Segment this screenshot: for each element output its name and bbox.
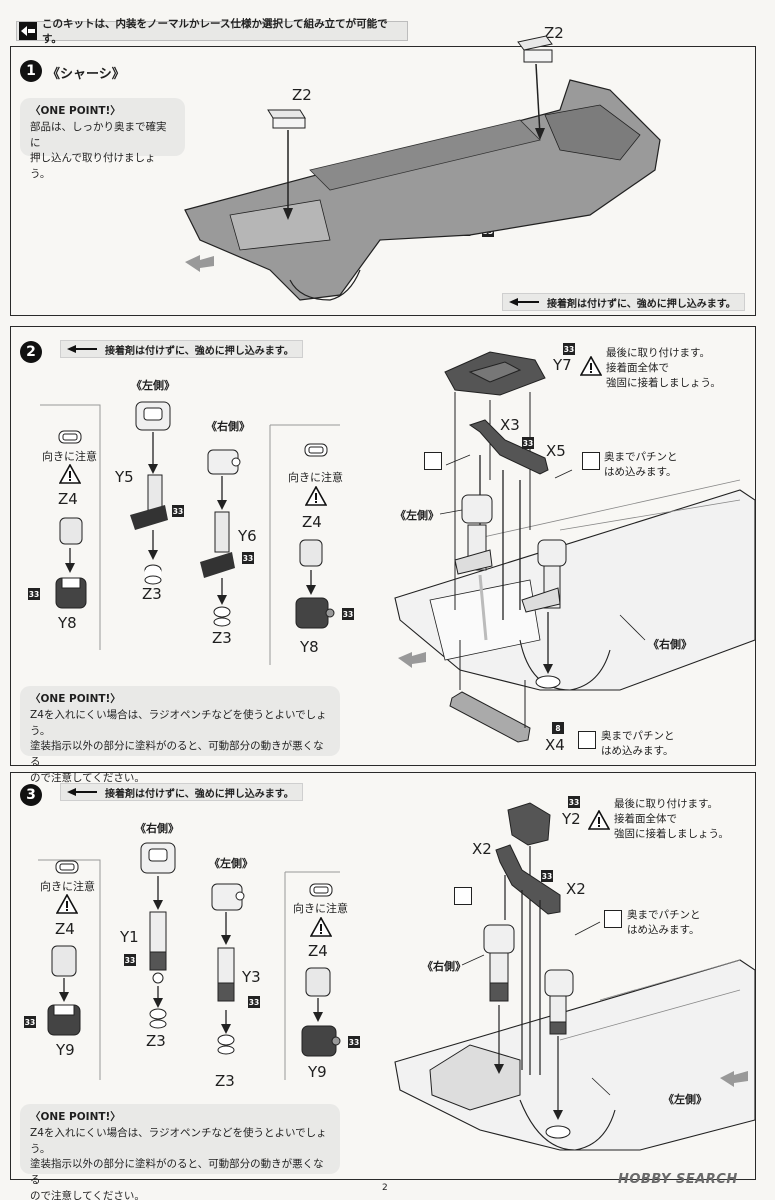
warning-icon <box>304 485 328 506</box>
no-glue-note: 接着剤は付けずに、強めに押し込みます。 <box>60 783 303 801</box>
warning-icon <box>579 355 603 376</box>
paint-badge: 33 <box>563 343 575 355</box>
paint-badge: 33 <box>568 796 580 808</box>
step1-title: 《シャーシ》 <box>47 67 125 82</box>
step2-onepoint: 〈ONE POINT!〉 Z4を入れにくい場合は、ラジオペンチなどを使うとよいで… <box>20 686 340 784</box>
part-label-y7: Y7 <box>553 356 572 374</box>
step1-onepoint: 〈ONE POINT!〉 部品は、しっかり奥まで確実に 押し込んで取り付けましょ… <box>20 98 185 180</box>
warning-icon <box>55 893 79 914</box>
side-label-right: 《右側》 <box>422 960 466 973</box>
part-label-y2: Y2 <box>562 810 581 828</box>
orientation-caution: 向きに注意 <box>288 471 343 484</box>
step2-number: 2 <box>20 341 42 363</box>
part-label-x5: X5 <box>546 442 566 460</box>
assembly-option-text: このキットは、内装をノーマルかレース仕様か選択して組み立てが可能です。 <box>41 18 388 45</box>
side-label-left: 《左側》 <box>131 379 175 392</box>
snap-note: 奥までパチンと はめ込みます。 <box>601 730 675 758</box>
step3-onepoint: 〈ONE POINT!〉 Z4を入れにくい場合は、ラジオペンチなどを使うとよいで… <box>20 1104 340 1200</box>
paint-badge: 33 <box>24 1016 36 1028</box>
paint-badge: 33 <box>522 437 534 449</box>
part-label-x3: X3 <box>500 416 520 434</box>
part-label-z4: Z4 <box>308 942 328 960</box>
side-label-left: 《左側》 <box>395 509 439 522</box>
step1-number: 1 <box>20 60 42 82</box>
onepoint-line: 部品は、しっかり奥まで確実に <box>30 120 167 149</box>
part-label-y3: Y3 <box>242 968 261 986</box>
orientation-caution: 向きに注意 <box>293 902 348 915</box>
warning-icon <box>58 463 82 484</box>
side-label-right: 《右側》 <box>135 822 179 835</box>
part-label-z3: Z3 <box>146 1032 166 1050</box>
no-glue-icon <box>582 452 600 470</box>
page-number: 2 <box>382 1183 388 1193</box>
push-arrow-icon <box>509 298 539 306</box>
part-label-x4: X4 <box>545 736 565 754</box>
paint-badge: 33 <box>242 552 254 564</box>
part-label-y5: Y5 <box>115 468 134 486</box>
onepoint-line: 押し込んで取り付けましょう。 <box>30 152 156 180</box>
part-label-z2: Z2 <box>544 24 564 42</box>
no-glue-icon <box>424 452 442 470</box>
part-label-z2: Z2 <box>292 86 312 104</box>
paint-badge: 33 <box>248 996 260 1008</box>
snap-note: 奥までパチンと はめ込みます。 <box>627 909 701 937</box>
part-label-y9: Y9 <box>308 1063 327 1081</box>
part-label-y8: Y8 <box>300 638 319 656</box>
part-label-z4: Z4 <box>55 920 75 938</box>
side-label-left: 《左側》 <box>209 857 253 870</box>
part-label-x2: X2 <box>472 840 492 858</box>
part-label-z3: Z3 <box>212 629 232 647</box>
paint-badge: 33 <box>124 954 136 966</box>
y2-note: 最後に取り付けます。 接着面全体で 強固に接着しましょう。 <box>614 798 729 841</box>
side-label-left: 《左側》 <box>663 1093 707 1106</box>
orientation-caution: 向きに注意 <box>42 450 97 463</box>
paint-badge: 33 <box>28 588 40 600</box>
part-label-z3: Z3 <box>215 1072 235 1090</box>
part-label-y8: Y8 <box>58 614 77 632</box>
push-arrow-icon <box>67 345 97 353</box>
part-label-y9: Y9 <box>56 1041 75 1059</box>
step3-number: 3 <box>20 784 42 806</box>
part-label-z3: Z3 <box>142 585 162 603</box>
no-glue-icon <box>454 887 472 905</box>
y7-note: 最後に取り付けます。 接着面全体で 強固に接着しましょう。 <box>606 347 721 390</box>
no-glue-icon <box>604 910 622 928</box>
push-arrow-icon <box>67 788 97 796</box>
watermark-logo: HOBBY SEARCH <box>618 1172 738 1187</box>
no-glue-note: 接着剤は付けずに、強めに押し込みます。 <box>60 340 303 358</box>
onepoint-heading: 〈ONE POINT!〉 <box>30 105 121 117</box>
paint-badge: 33 <box>342 608 354 620</box>
warning-icon <box>309 916 333 937</box>
part-label-y1: Y1 <box>120 928 139 946</box>
side-label-right: 《右側》 <box>648 638 692 651</box>
orientation-caution: 向きに注意 <box>40 880 95 893</box>
part-label-z4: Z4 <box>58 490 78 508</box>
paint-badge: 33 <box>348 1036 360 1048</box>
no-glue-note: 接着剤は付けずに、強めに押し込みます。 <box>502 293 745 311</box>
part-label-x2: X2 <box>566 880 586 898</box>
paint-badge: 33 <box>172 505 184 517</box>
no-glue-icon <box>578 731 596 749</box>
paint-badge: 33 <box>541 870 553 882</box>
part-label-z4: Z4 <box>302 513 322 531</box>
paint-badge: 8 <box>552 722 564 734</box>
side-label-right: 《右側》 <box>206 420 250 433</box>
part-label-y6: Y6 <box>238 527 257 545</box>
warning-icon <box>587 809 611 830</box>
assembly-option-note: このキットは、内装をノーマルかレース仕様か選択して組み立てが可能です。 <box>16 18 408 45</box>
snap-note: 奥までパチンと はめ込みます。 <box>604 451 678 479</box>
option-icon <box>19 22 37 40</box>
